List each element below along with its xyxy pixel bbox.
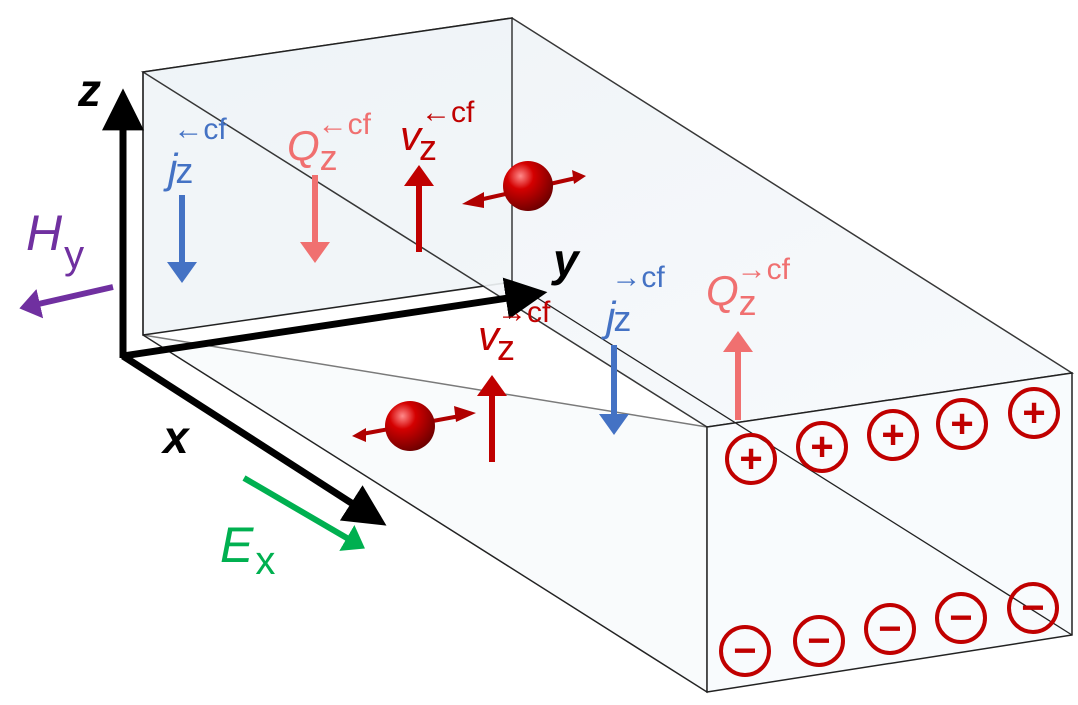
charge-symbol: + [950, 402, 973, 446]
h-field-arrow [19, 284, 114, 319]
e-field-arrow [242, 475, 365, 551]
charge-plus-icon: + [1008, 387, 1060, 439]
right-flux-labels: vz→cf jz→cf Qz→cf [477, 253, 791, 462]
charge-plus-icon: + [796, 421, 848, 473]
charge-symbol: − [949, 596, 972, 640]
charge-minus-icon: − [864, 603, 916, 655]
box-edge [511, 281, 1073, 636]
axes: z y x [77, 64, 581, 526]
x-axis-arrow [121, 353, 387, 526]
charge-symbol: − [807, 619, 830, 663]
magnetic-field-h: Hy [19, 205, 114, 319]
e-field-label: Ex [220, 517, 275, 583]
charge-symbol: + [1022, 391, 1045, 435]
surface-charges: + + + + + − − − − − [719, 387, 1060, 677]
left-flux-labels: jz←cf Qz←cf vz←cf [163, 96, 475, 283]
electric-field-e: Ex [220, 475, 365, 583]
box-edge [142, 334, 708, 693]
charge-minus-icon: − [719, 625, 771, 677]
charge-plus-icon: + [725, 433, 777, 485]
charge-symbol: + [739, 437, 762, 481]
charge-minus-icon: − [1007, 582, 1059, 634]
j-right-label: jz→cf [601, 261, 665, 340]
y-axis-label: y [551, 234, 581, 286]
z-axis-label: z [77, 64, 101, 116]
q-left-label: Qz←cf [287, 108, 372, 178]
charge-minus-icon: − [793, 615, 845, 667]
charge-symbol: − [1021, 586, 1044, 630]
charge-symbol: + [810, 425, 833, 469]
h-field-label: Hy [26, 205, 84, 277]
electron-spin-icon [352, 401, 476, 451]
y-axis-arrow [122, 277, 548, 360]
v-left-label: vz←cf [400, 96, 475, 168]
charge-plus-icon: + [936, 398, 988, 450]
v-right-label: vz→cf [478, 296, 551, 368]
charge-symbol: − [733, 629, 756, 673]
sample-box [140, 17, 1075, 694]
q-right-label: Qz→cf [706, 253, 791, 323]
charge-plus-icon: + [867, 409, 919, 461]
x-axis-label: x [160, 411, 191, 463]
electron-spin-icon [462, 161, 586, 211]
charge-symbol: + [881, 413, 904, 457]
charge-minus-icon: − [935, 592, 987, 644]
charge-symbol: − [878, 607, 901, 651]
